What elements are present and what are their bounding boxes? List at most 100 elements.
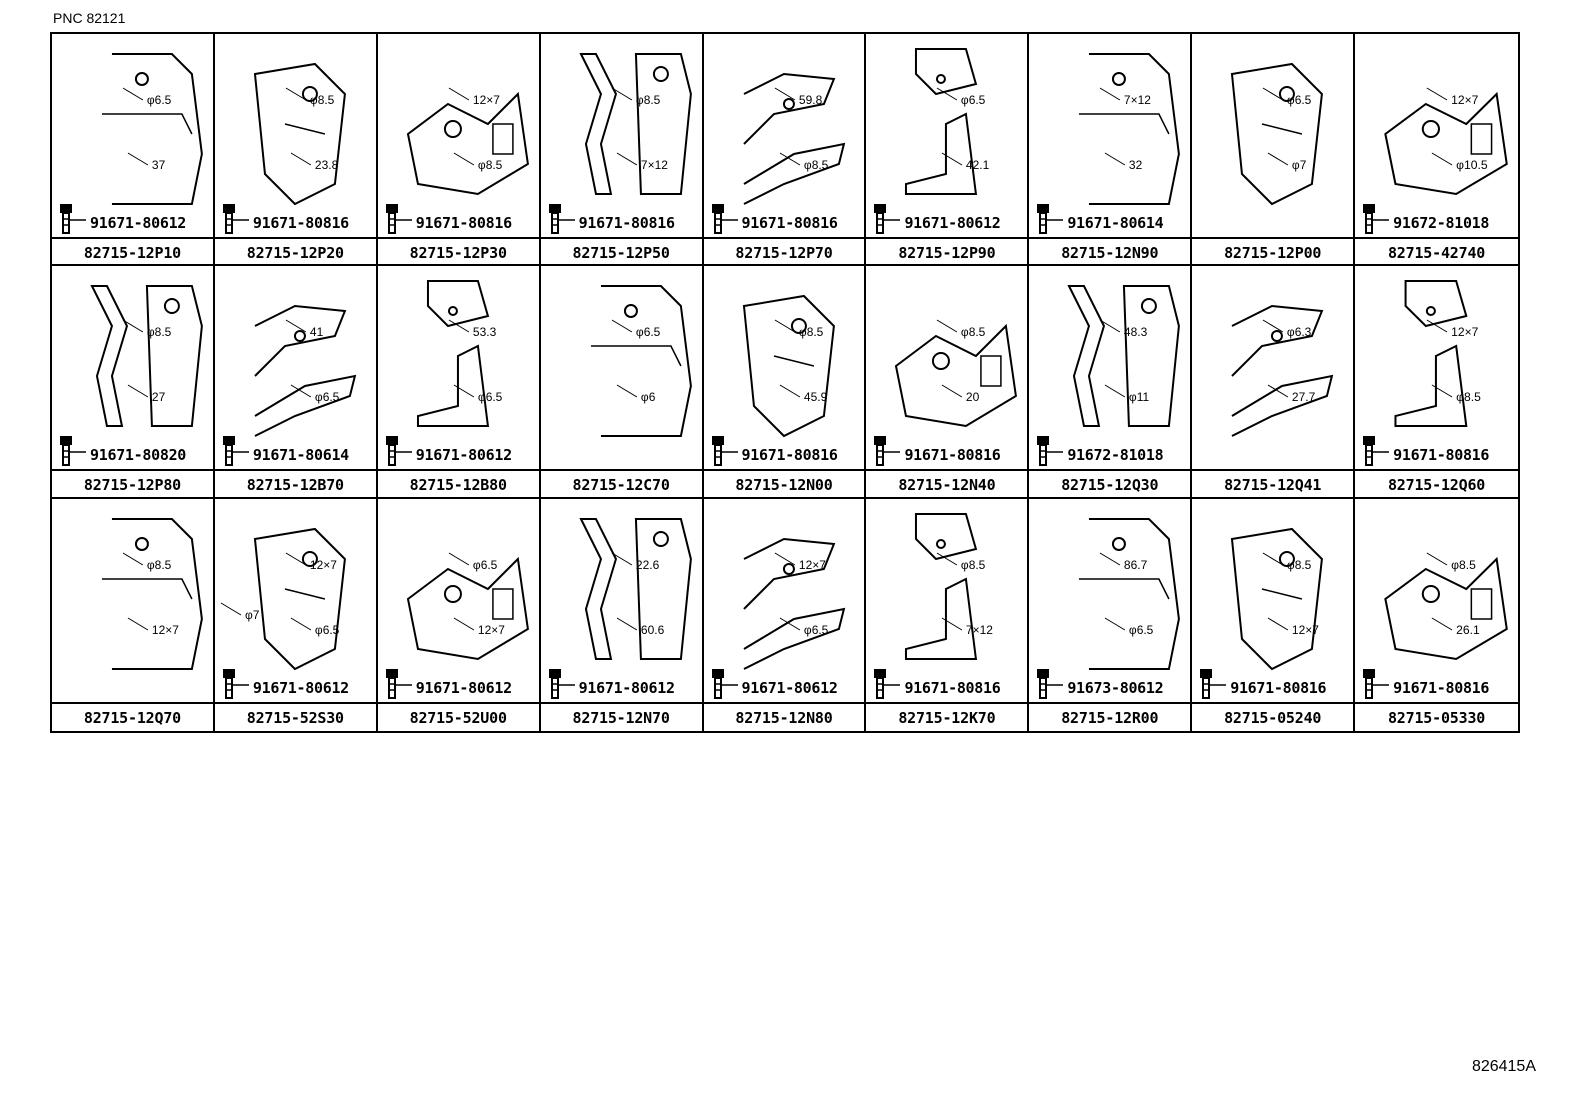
bolt-icon (1200, 668, 1227, 699)
dimension-label: φ8.5 (310, 93, 335, 107)
bracket-drawing: φ6.5 37 (101, 53, 203, 205)
dimension-label: 60.6 (641, 623, 665, 637)
dimension-label: 12×7 (1292, 623, 1319, 637)
dimension-label: φ8.5 (147, 325, 172, 339)
bolt-part-number: 91671-80816 (1230, 678, 1327, 697)
bolt-part-number: 91672-81018 (1393, 214, 1490, 232)
bolt-icon (711, 668, 738, 699)
bracket-drawing: φ6.542.1 (905, 48, 990, 195)
part-number: 82715-12P00 (1192, 237, 1354, 264)
bolt-icon (60, 204, 86, 234)
dimension-label: 48.3 (1124, 325, 1148, 339)
bracket-drawing: 41 φ6.5 (254, 305, 357, 438)
dimension-label: 42.1 (966, 158, 990, 172)
part-number: 82715-12P90 (866, 237, 1028, 264)
part-number: 82715-12P30 (377, 237, 539, 264)
bracket-drawing: 12×7φ8.5 (1394, 280, 1481, 428)
bracket-drawing: φ6.5φ7 (1231, 62, 1324, 206)
dimension-label: 41 (310, 325, 324, 339)
dimension-label: 45.9 (803, 390, 827, 404)
part-number: 82715-52S30 (214, 701, 376, 731)
bracket-drawing: φ6.327.7 (1231, 305, 1334, 438)
dimension-label: 12×7 (1451, 93, 1479, 107)
dimension-label: φ6.3 (1287, 325, 1312, 339)
bolt-part-number: 91671-80816 (252, 214, 349, 232)
bracket-drawing: 12×7φ6.5 (742, 537, 845, 670)
bolt-icon (385, 436, 412, 467)
bracket-drawing: 12×7φ8.5 (406, 87, 529, 196)
bolt-part-number: 91671-80612 (741, 678, 838, 697)
bracket-drawing: 22.6 60.6 (579, 517, 692, 660)
dimension-label: 20 (966, 390, 980, 404)
part-number: 82715-12B80 (377, 469, 539, 496)
bracket-drawing: 53.3φ6.5 (416, 280, 502, 428)
dimension-label: φ8.5 (961, 558, 986, 572)
bolt-icon (711, 436, 738, 467)
part-number: 82715-12Q70 (52, 701, 213, 731)
part-number: 82715-12K70 (866, 701, 1028, 731)
part-number: 82715-12P80 (52, 469, 213, 496)
bolt-icon (1363, 204, 1390, 234)
bracket-drawing: φ8.5 12×7 (1231, 527, 1324, 670)
bolt-part-number: 91671-80816 (1393, 678, 1490, 697)
dimension-label: 7×12 (1124, 93, 1151, 107)
dimension-label: φ6.5 (315, 623, 340, 637)
bolt-icon (222, 436, 249, 467)
bolt-part-number: 91671-80816 (1393, 446, 1490, 465)
dimension-label: 22.6 (636, 558, 660, 572)
bolt-icon (1363, 668, 1390, 699)
dimension-label: 26.1 (1456, 623, 1480, 637)
dimension-label: 12×7 (478, 623, 505, 637)
bolt-icon (60, 436, 86, 467)
dimension-label: φ8.5 (1451, 558, 1476, 572)
bolt-part-number: 91671-80816 (741, 446, 838, 465)
bolt-part-number: 91671-80614 (252, 446, 349, 465)
bracket-drawing: φ8.57×12 (579, 53, 692, 195)
bracket-drawing: φ6.5 12×7 (406, 552, 529, 660)
part-number: 82715-12P50 (540, 237, 702, 264)
bolt-icon (1037, 436, 1064, 467)
dimension-label: 37 (152, 158, 166, 172)
bracket-drawing: φ8.523.8 (253, 62, 346, 206)
dimension-label: φ6.5 (473, 558, 498, 572)
part-number: 82715-12N70 (540, 701, 702, 731)
part-number: 82715-12N40 (866, 469, 1028, 496)
bolt-part-number: 91671-80816 (578, 214, 675, 232)
part-cell: 22.6 60.6 91671-80612 82715-12N70 (540, 498, 704, 731)
dimension-label: 12×7 (1451, 325, 1479, 339)
dimension-label: φ6.5 (147, 93, 172, 107)
bolt-icon (874, 204, 901, 234)
bolt-icon (385, 204, 412, 234)
pnc-label: PNC 82121 (53, 10, 126, 26)
bracket-drawing: φ8.5 45.9 (742, 295, 835, 438)
bolt-part-number: 91671-80612 (415, 446, 512, 465)
dimension-label: φ6.5 (315, 390, 340, 404)
dimension-label: φ8.5 (798, 325, 823, 339)
bracket-drawing: φ8.512×7 (101, 517, 203, 670)
bolt-part-number: 91671-80612 (578, 678, 675, 697)
part-number: 82715-12P20 (214, 237, 376, 264)
bolt-part-number: 91671-80612 (90, 214, 187, 232)
part-number: 82715-12Q60 (1355, 469, 1518, 496)
dimension-label: φ8.5 (1287, 558, 1312, 572)
part-number: 82715-12B70 (214, 469, 376, 496)
bolt-part-number: 91671-80816 (741, 214, 838, 232)
part-number: 82715-05330 (1355, 701, 1518, 731)
